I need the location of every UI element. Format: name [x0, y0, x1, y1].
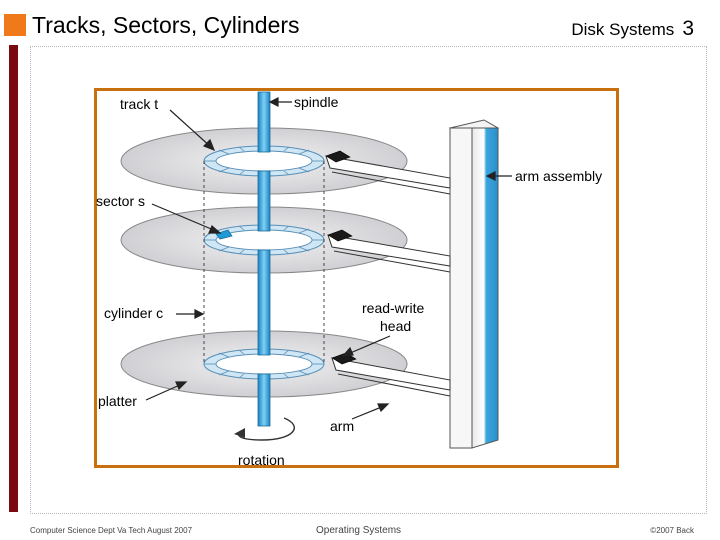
label-head: head [380, 318, 411, 334]
label-platter: platter [98, 393, 137, 409]
label-cylinder: cylinder c [104, 305, 163, 321]
pointer-arrows [145, 97, 512, 420]
slide-header: Disk Systems 3 [571, 17, 694, 41]
platter-top [120, 127, 408, 195]
section-title: Disk Systems [571, 20, 675, 39]
arm-assembly-column [448, 119, 500, 449]
title-bullet-square [4, 14, 26, 36]
cylinder-outline [203, 161, 325, 364]
label-sector: sector s [96, 193, 145, 209]
label-spindle: spindle [294, 94, 339, 110]
label-arm-assembly: arm assembly [515, 168, 602, 184]
slide-title: Tracks, Sectors, Cylinders [32, 12, 300, 38]
footer-right: ©2007 Back [650, 526, 694, 535]
platter-middle [120, 206, 408, 274]
label-rotation: rotation [238, 452, 285, 468]
footer-left: Computer Science Dept Va Tech August 200… [30, 526, 193, 535]
sector-highlight [215, 229, 233, 240]
left-accent-bar [9, 45, 18, 512]
label-read-write: read-write [362, 300, 424, 316]
label-arm: arm [330, 418, 354, 434]
spindle-shaft [257, 91, 271, 427]
page-number: 3 [682, 17, 694, 40]
label-track: track t [120, 96, 158, 112]
arms [325, 155, 451, 397]
rotation-arrowhead [234, 428, 245, 438]
platter-bottom [120, 330, 408, 398]
disk-diagram: track t spindle arm assembly sector s cy… [96, 91, 602, 468]
footer-center: Operating Systems [316, 525, 402, 536]
